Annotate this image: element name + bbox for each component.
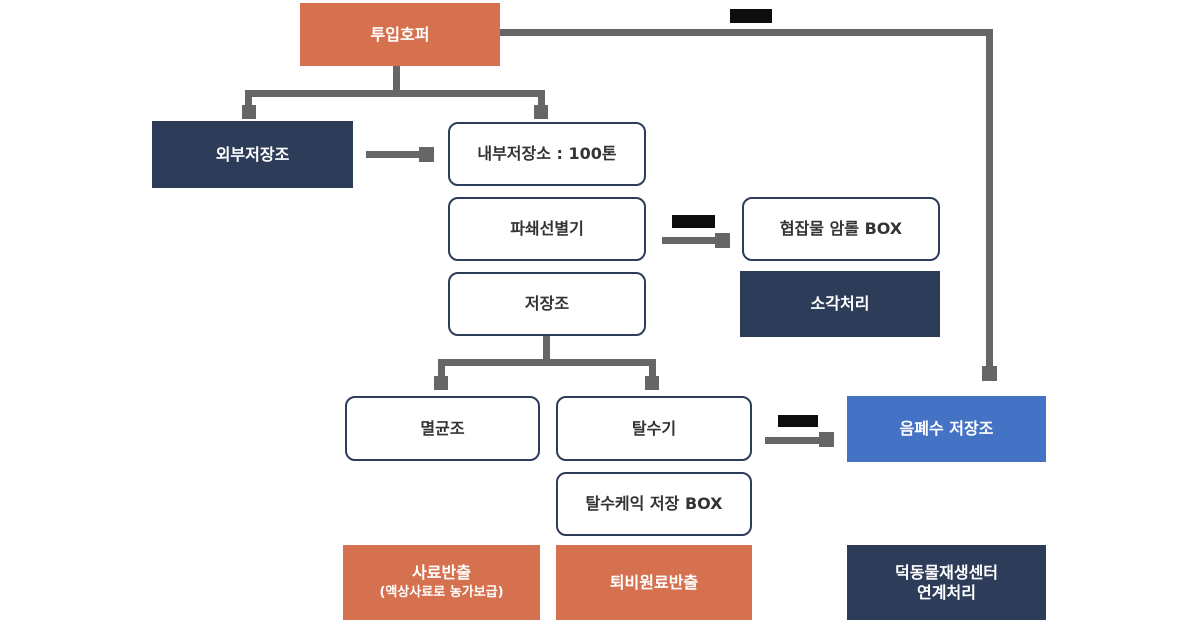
node-crusher-sorter: 파쇄선별기 xyxy=(448,197,646,261)
connector-split-right-drop xyxy=(538,90,545,107)
node-input-hopper: 투입호퍼 xyxy=(300,3,500,66)
node-sterilization-tank-label: 멸균조 xyxy=(420,418,465,438)
node-incineration: 소각처리 xyxy=(740,271,940,337)
connector-hopper-stub xyxy=(393,66,400,97)
node-external-storage-tank: 외부저장조 xyxy=(152,121,353,188)
node-dehydrator-label: 탈수기 xyxy=(631,418,677,438)
connector-external-to-internal xyxy=(366,151,421,158)
arrowhead-into-external-storage xyxy=(242,105,256,119)
node-incineration-label: 소각처리 xyxy=(810,294,870,313)
arrowhead-external-to-internal xyxy=(419,147,434,162)
connector-split-left-drop xyxy=(245,90,252,107)
connector-crusher-to-impurities xyxy=(662,237,717,244)
node-feed-export: 사료반출 (액상사료로 농가보급) xyxy=(343,545,540,620)
connector-storage-split-horizontal xyxy=(438,359,656,366)
arrowhead-dehydrator-to-wastewater xyxy=(819,432,834,447)
node-deokdong-center-label: 덕동물재생센터 xyxy=(894,562,999,582)
connector-storage-right-drop xyxy=(649,359,656,378)
redacted-label-bar-top xyxy=(730,9,772,23)
node-impurities-armroll-box-label: 협잡물 암롤 BOX xyxy=(779,219,903,238)
node-crusher-sorter-label: 파쇄선별기 xyxy=(510,219,584,238)
node-dehydrator: 탈수기 xyxy=(556,396,752,461)
redacted-label-bar-dehydrator-arrow xyxy=(778,415,818,427)
node-input-hopper-label: 투입호퍼 xyxy=(370,24,430,44)
node-internal-storage: 내부저장소 : 100톤 xyxy=(448,122,646,186)
node-impurities-armroll-box: 협잡물 암롤 BOX xyxy=(742,197,940,261)
node-deokdong-center: 덕동물재생센터 연계처리 xyxy=(847,545,1046,620)
node-compost-export: 퇴비원료반출 xyxy=(556,545,752,620)
connector-hopper-to-wastewater-horizontal xyxy=(500,29,993,36)
connector-hopper-split-horizontal xyxy=(245,90,545,97)
node-feed-export-label: 사료반출 xyxy=(412,563,471,583)
node-compost-export-label: 퇴비원료반출 xyxy=(609,572,699,592)
redacted-label-bar-crusher-arrow xyxy=(672,215,715,228)
node-storage-tank-label: 저장조 xyxy=(524,294,570,313)
node-wastewater-storage-tank: 음폐수 저장조 xyxy=(847,396,1046,462)
arrowhead-into-wastewater-storage xyxy=(982,366,997,381)
connector-hopper-to-wastewater-vertical xyxy=(986,29,993,367)
connector-storage-stub xyxy=(543,336,550,365)
connector-storage-left-drop xyxy=(438,359,445,378)
node-dewatered-cake-box-label: 탈수케익 저장 BOX xyxy=(585,494,723,513)
node-internal-storage-label: 내부저장소 : 100톤 xyxy=(477,144,617,163)
arrowhead-into-internal-storage xyxy=(534,105,548,119)
connector-dehydrator-to-wastewater xyxy=(765,437,822,444)
arrowhead-into-sterilization-tank xyxy=(434,376,448,390)
node-external-storage-label: 외부저장조 xyxy=(215,144,290,164)
node-feed-export-sublabel: (액상사료로 농가보급) xyxy=(379,585,504,601)
node-dewatered-cake-box: 탈수케익 저장 BOX xyxy=(556,472,752,536)
node-sterilization-tank: 멸균조 xyxy=(345,396,540,461)
node-deokdong-center-label2: 연계처리 xyxy=(917,582,976,602)
arrowhead-crusher-to-impurities xyxy=(715,233,730,248)
arrowhead-into-dehydrator xyxy=(645,376,659,390)
node-storage-tank: 저장조 xyxy=(448,272,646,336)
node-wastewater-storage-label: 음폐수 저장조 xyxy=(899,419,994,438)
